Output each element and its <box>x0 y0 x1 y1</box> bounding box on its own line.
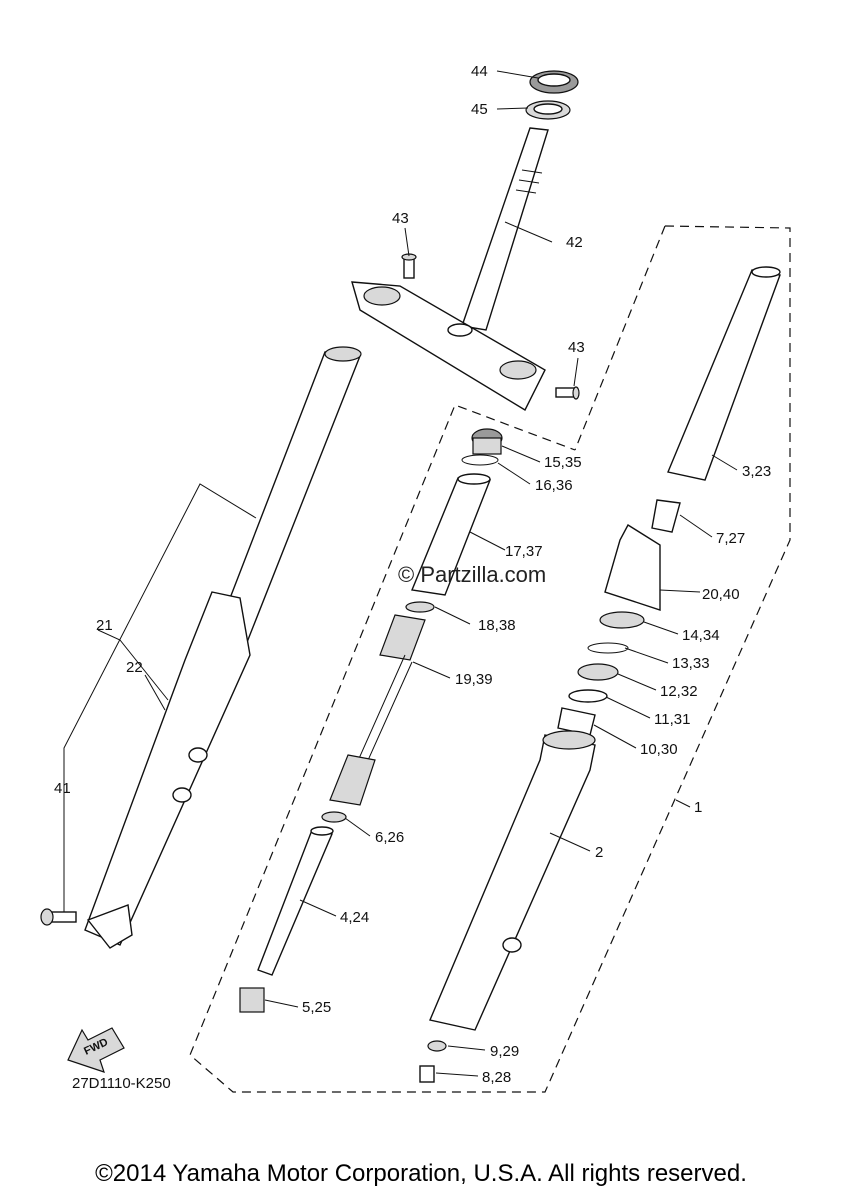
part-17-37-collar <box>411 473 492 596</box>
callout-17-37: 17,37 <box>505 543 543 560</box>
part-21-22-fork-leg-assembly <box>84 346 362 949</box>
part-20-40-cover <box>604 524 661 611</box>
callout-16-36: 16,36 <box>535 477 573 494</box>
callout-12-32: 12,32 <box>660 683 698 700</box>
part-16-36-o-ring <box>461 454 499 466</box>
part-19-39-fork-spring <box>329 614 426 806</box>
diagram-code: 27D1110-K250 <box>72 1075 171 1092</box>
part-12-32-oil-seal <box>577 663 619 681</box>
part-18-38-seat <box>405 601 435 613</box>
part-43-bolt-lower <box>555 386 580 400</box>
part-4-24-damper-rod <box>257 826 334 976</box>
callout-42: 42 <box>566 234 583 251</box>
callout-22: 22 <box>126 659 143 676</box>
part-44-steering-nut <box>529 70 579 94</box>
part-45-washer <box>525 100 571 120</box>
part-15-35-cap-bolt <box>471 428 503 455</box>
callout-43-lower: 43 <box>568 339 585 356</box>
callout-11-31: 11,31 <box>654 711 690 728</box>
callout-4-24: 4,24 <box>340 909 369 926</box>
callout-8-28: 8,28 <box>482 1069 511 1086</box>
copyright-notice: ©2014 Yamaha Motor Corporation, U.S.A. A… <box>95 1160 747 1187</box>
part-43-bolt-upper <box>401 253 417 279</box>
callout-7-27: 7,27 <box>716 530 745 547</box>
callout-21: 21 <box>96 617 113 634</box>
callout-45: 45 <box>471 101 488 118</box>
part-5-25-rebound-spring <box>239 987 265 1013</box>
callout-15-35: 15,35 <box>544 454 582 471</box>
callout-10-30: 10,30 <box>640 741 678 758</box>
callout-6-26: 6,26 <box>375 829 404 846</box>
callout-14-34: 14,34 <box>682 627 720 644</box>
callout-20-40: 20,40 <box>702 586 740 603</box>
callout-5-25: 5,25 <box>302 999 331 1016</box>
callout-19-39: 19,39 <box>455 671 493 688</box>
part-3-23-inner-tube <box>667 266 781 481</box>
leader-lines <box>63 70 738 1077</box>
part-41-axle-bolt <box>40 908 77 926</box>
assembly-outline-inner <box>574 225 666 451</box>
watermark: © Partzilla.com <box>398 562 546 587</box>
callout-13-33: 13,33 <box>672 655 710 672</box>
callout-43-upper: 43 <box>392 210 409 227</box>
callout-44: 44 <box>471 63 488 80</box>
callout-41: 41 <box>54 780 71 797</box>
part-7-27-bushing <box>651 499 681 533</box>
part-8-28-bolt <box>419 1065 435 1083</box>
callout-2: 2 <box>595 844 603 861</box>
callout-9-29: 9,29 <box>490 1043 519 1060</box>
part-14-34-dust-seal <box>599 611 645 629</box>
part-2-outer-tube <box>429 730 596 1031</box>
part-9-29-gasket <box>427 1040 447 1052</box>
part-6-26-piston-ring <box>321 811 347 823</box>
fwd-arrow-icon: FWD <box>67 1027 125 1073</box>
part-13-33-stopper-ring <box>587 642 629 654</box>
part-42-steering-stem <box>351 127 549 411</box>
callout-3-23: 3,23 <box>742 463 771 480</box>
part-11-31-washer <box>568 689 608 703</box>
callout-18-38: 18,38 <box>478 617 516 634</box>
callout-1: 1 <box>694 799 702 816</box>
